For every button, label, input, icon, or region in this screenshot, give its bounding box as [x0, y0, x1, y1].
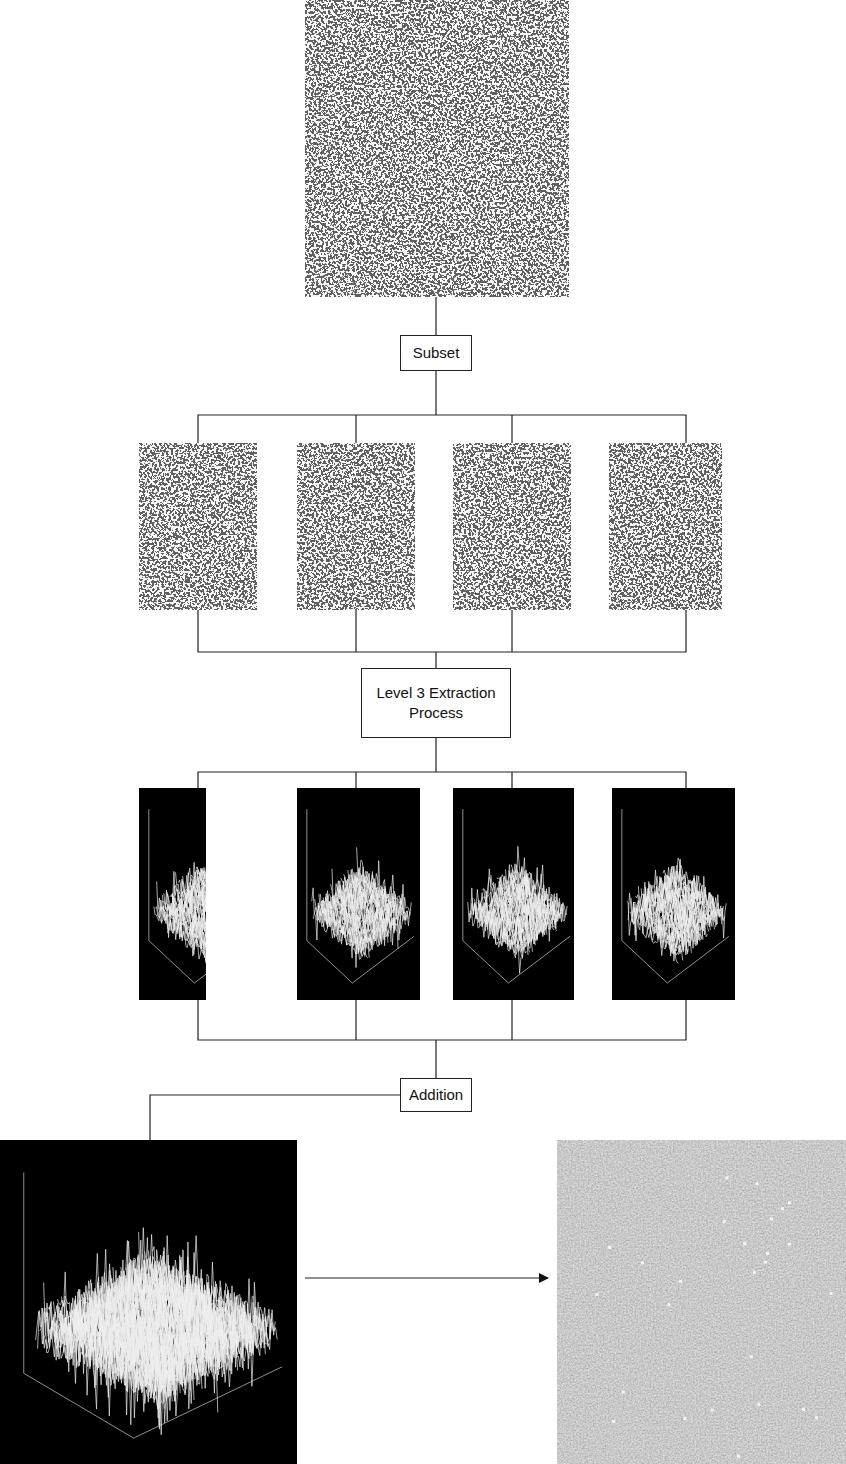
box-label: Addition: [409, 1085, 463, 1105]
plot-line: [462, 809, 463, 940]
bright-dot: [788, 1201, 791, 1204]
bright-dot: [679, 1280, 682, 1283]
bright-dot: [766, 1252, 769, 1255]
plot-line: [672, 858, 724, 923]
panel-gap: [420, 786, 453, 1002]
bright-dot: [684, 1417, 687, 1420]
panel-gap: [206, 786, 297, 1002]
plot-line: [24, 1373, 134, 1438]
panel-gap: [574, 786, 612, 1002]
process-box: Subset: [400, 335, 472, 371]
bright-dot: [608, 1246, 611, 1249]
noise-image: [139, 443, 257, 610]
plot-line: [153, 1236, 278, 1343]
noise-image: [305, 0, 569, 297]
plot-line: [514, 846, 566, 920]
flow-lines: [150, 297, 686, 1278]
plot-panel: [0, 1140, 297, 1464]
bright-dot: [781, 1207, 784, 1210]
box-label: Level 3 Extraction Process: [370, 683, 502, 724]
bright-dot: [612, 1420, 615, 1423]
panel-gap: [0, 786, 139, 1002]
bright-dot: [743, 1242, 746, 1245]
noise-image: [453, 443, 571, 610]
bright-dot: [830, 1292, 833, 1295]
bright-dot: [750, 1355, 753, 1358]
plot-line: [151, 1242, 276, 1350]
bright-dot: [711, 1409, 714, 1412]
plot-line: [307, 941, 353, 983]
bright-dot: [753, 1271, 756, 1274]
plot-line: [357, 847, 409, 919]
plot-line: [306, 809, 307, 940]
bright-dot: [815, 1416, 818, 1419]
panel-gap: [735, 786, 846, 1002]
noise-image: [297, 443, 415, 610]
bright-dot: [770, 1217, 773, 1220]
plot-line: [360, 860, 412, 915]
plot-line: [675, 865, 727, 938]
plot-line: [148, 809, 149, 940]
bright-dot: [802, 1408, 805, 1411]
bright-dot: [725, 1176, 728, 1179]
box-label: Subset: [413, 343, 460, 363]
plot-line: [516, 865, 568, 925]
bright-dot: [756, 1182, 759, 1185]
process-box: Level 3 Extraction Process: [361, 668, 511, 738]
bright-dot: [737, 1455, 740, 1458]
plot-line: [23, 1172, 24, 1373]
bright-dot: [757, 1403, 760, 1406]
bright-dot: [622, 1391, 625, 1394]
bright-dot: [595, 1293, 598, 1296]
bright-dot: [641, 1261, 644, 1264]
noise-image: [609, 443, 722, 610]
bright-dot: [788, 1243, 791, 1246]
plot-line: [463, 941, 509, 983]
bright-dot: [723, 1220, 726, 1223]
plot-line: [622, 941, 668, 983]
plot-panel: [612, 788, 735, 1000]
result-image: [557, 1140, 846, 1464]
plot-panel: [297, 788, 420, 1000]
bright-dot: [764, 1261, 767, 1264]
process-box: Addition: [400, 1078, 472, 1112]
plot-line: [621, 809, 622, 940]
plot-panel: [453, 788, 574, 1000]
bright-dots: [595, 1176, 832, 1457]
bright-dot: [668, 1303, 671, 1306]
